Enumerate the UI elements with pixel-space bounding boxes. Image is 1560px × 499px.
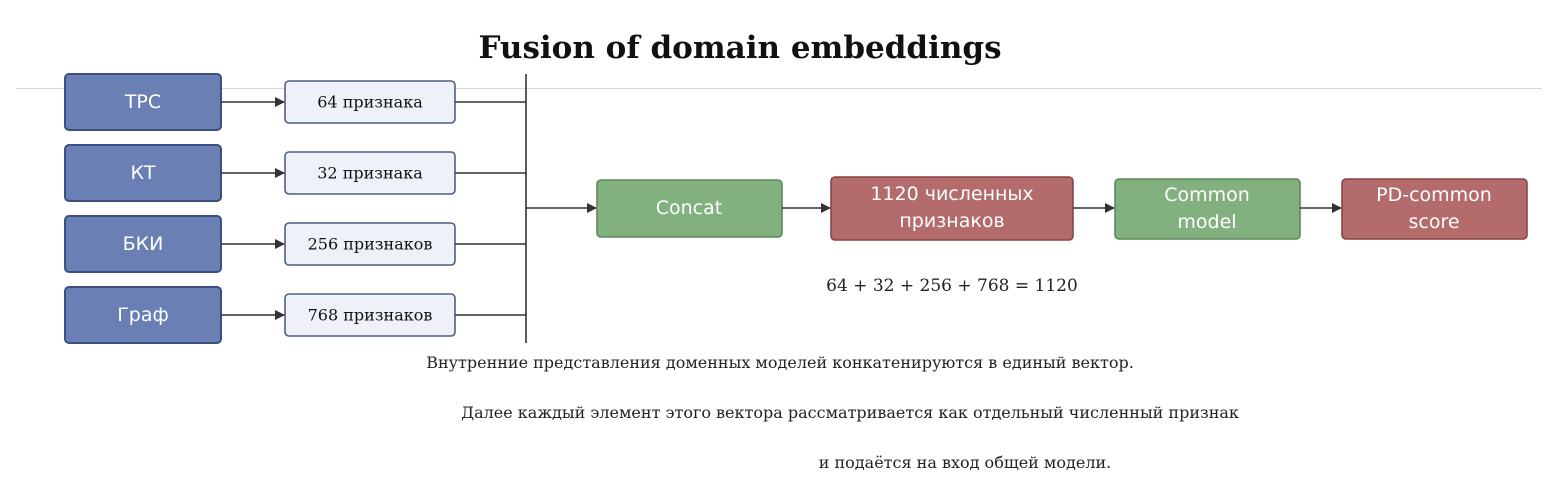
feature-count-kt: 32 признака: [317, 164, 423, 183]
numeric-features-label-line2: признаков: [899, 210, 1004, 232]
numeric-features-label-line1: 1120 численных: [870, 183, 1033, 205]
source-node-bki: БКИ: [64, 215, 222, 273]
feature-count-bki: 256 признаков: [308, 235, 433, 254]
score-label-line1: PD-common: [1376, 184, 1492, 206]
common-model-node: Common model: [1114, 178, 1301, 240]
caption-line-1: Внутренние представления доменных моделе…: [426, 353, 1134, 372]
concat-node: Concat: [596, 179, 783, 238]
diagram-title: Fusion of domain embeddings: [478, 30, 1002, 66]
common-model-label-line2: model: [1177, 211, 1236, 233]
source-label-kt: КТ: [130, 162, 155, 184]
caption-line-2: Далее каждый элемент этого вектора рассм…: [461, 403, 1239, 422]
common-model-label-line1: Common: [1164, 184, 1250, 206]
numeric-features-node: 1120 численных признаков: [830, 176, 1074, 241]
feature-box-tpc: 64 признака: [284, 80, 456, 124]
source-node-tpc: TPC: [64, 73, 222, 131]
concat-label: Concat: [656, 197, 722, 219]
sum-formula: 64 + 32 + 256 + 768 = 1120: [826, 276, 1078, 296]
feature-box-kt: 32 признака: [284, 151, 456, 195]
source-label-graph: Граф: [117, 304, 169, 326]
title-divider: [16, 88, 1542, 89]
feature-count-graph: 768 признаков: [308, 306, 433, 325]
feature-box-graph: 768 признаков: [284, 293, 456, 337]
source-node-graph: Граф: [64, 286, 222, 344]
feature-count-tpc: 64 признака: [317, 93, 423, 112]
source-node-kt: КТ: [64, 144, 222, 202]
score-label-line2: score: [1408, 211, 1459, 233]
source-label-tpc: TPC: [124, 91, 161, 113]
score-node: PD-common score: [1341, 178, 1528, 240]
caption-line-3: и подаётся на вход общей модели.: [818, 453, 1112, 472]
source-label-bki: БКИ: [123, 233, 164, 255]
feature-box-bki: 256 признаков: [284, 222, 456, 266]
